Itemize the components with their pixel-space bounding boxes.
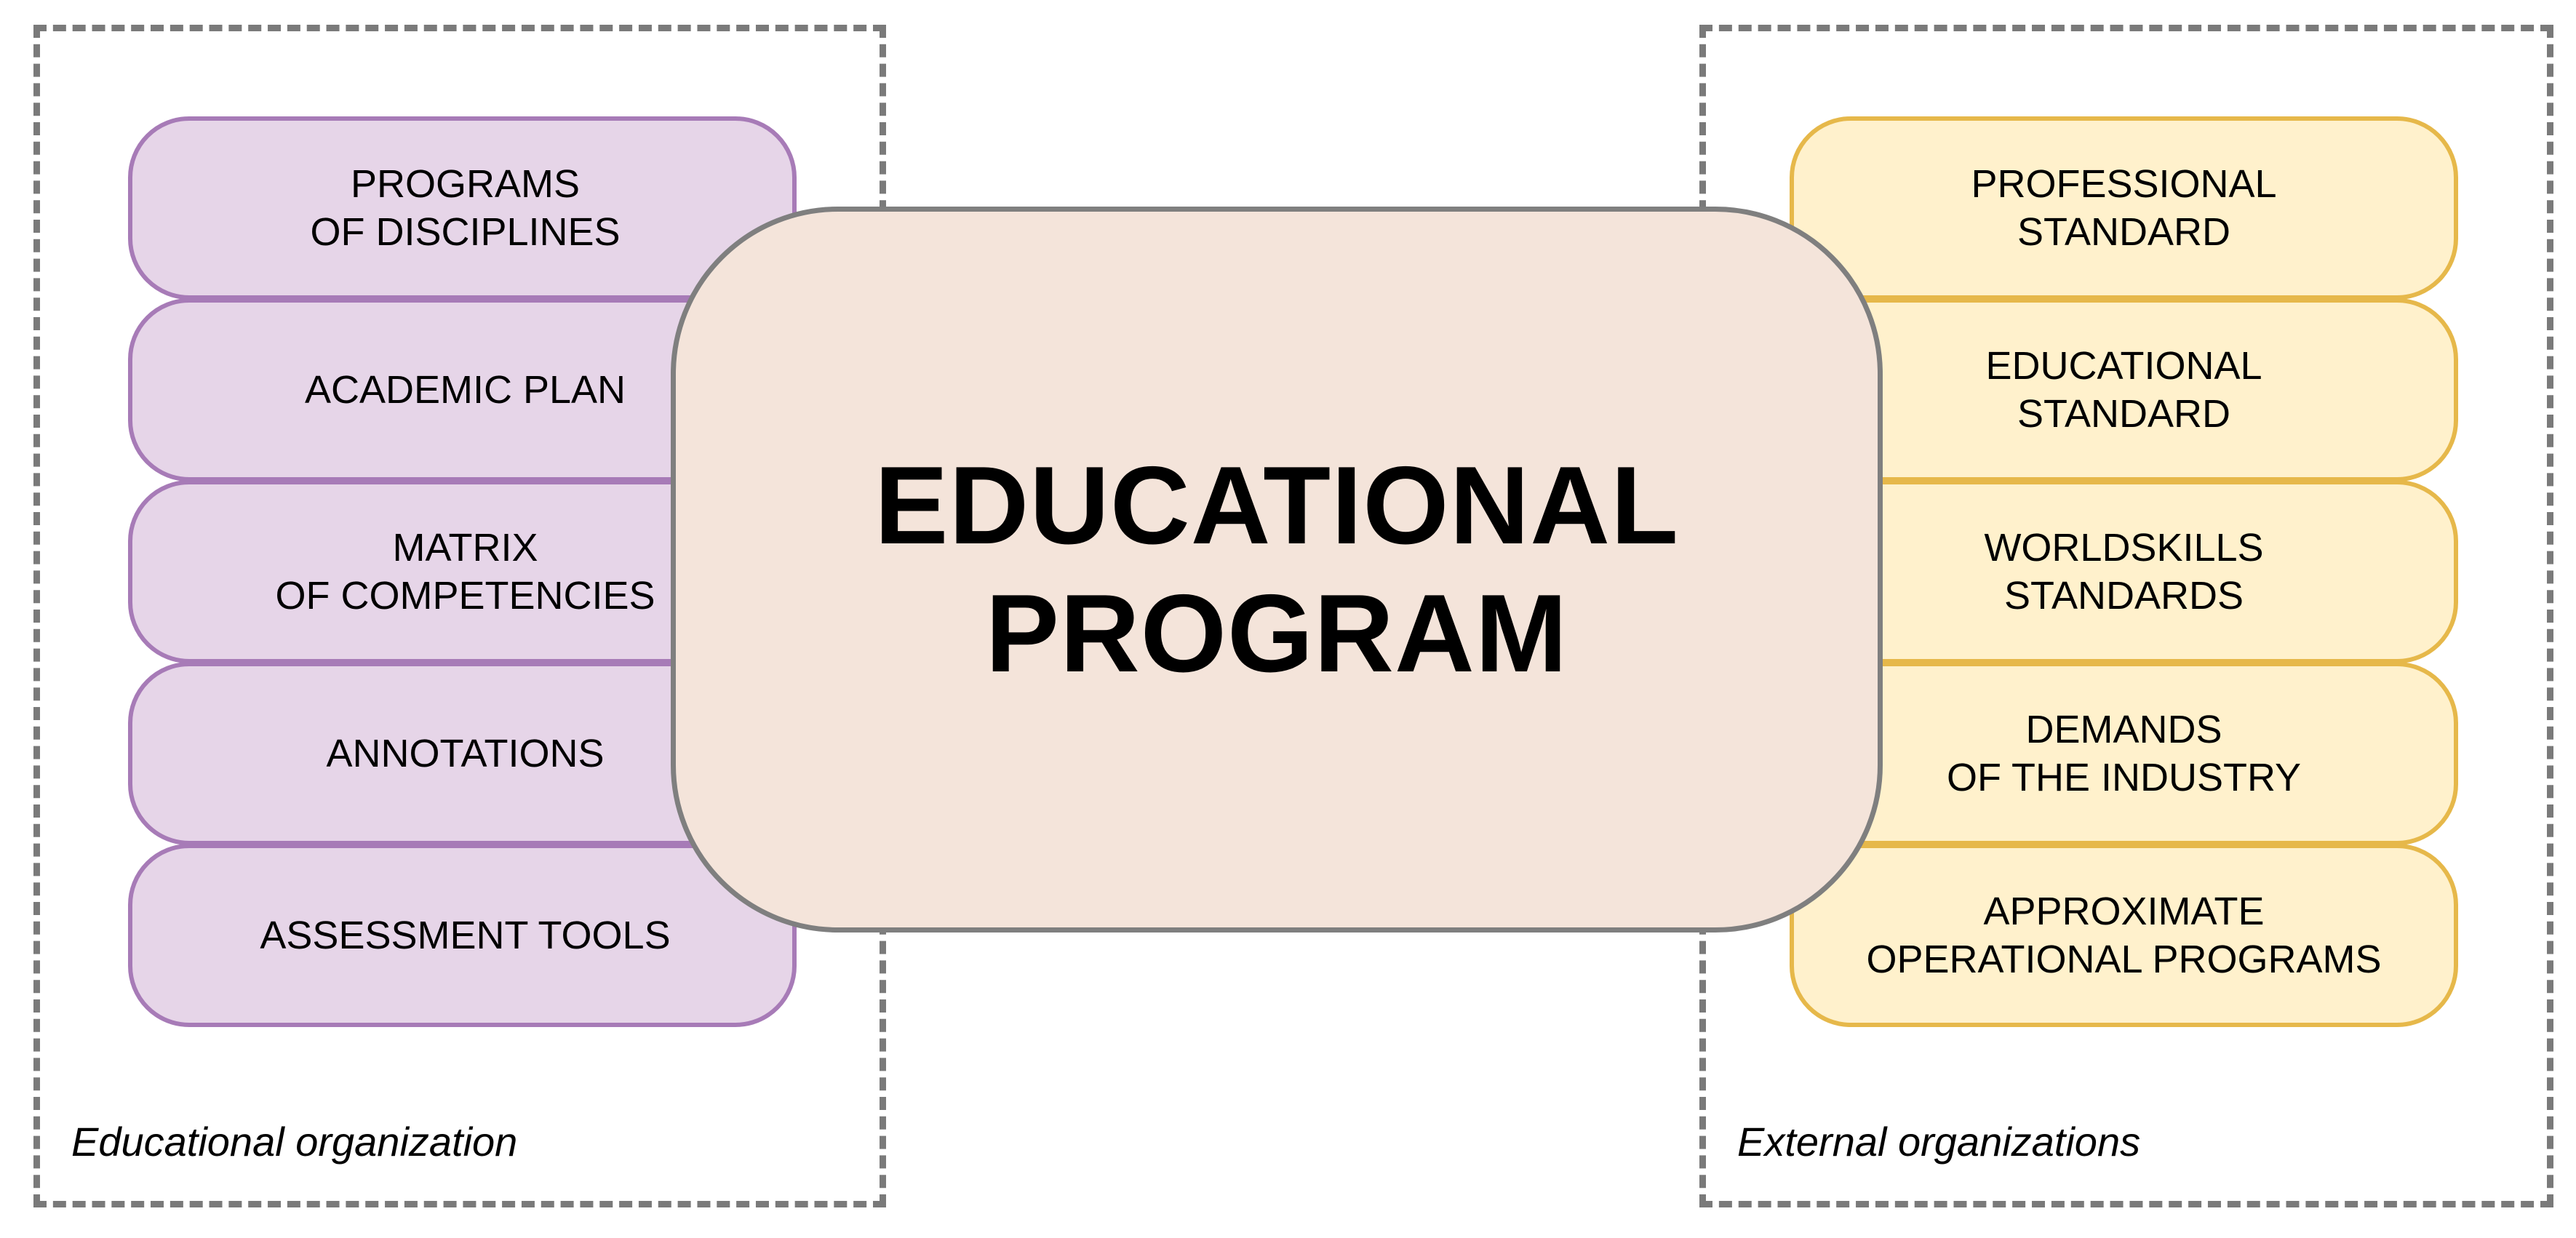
right-item-label: PROFESSIONAL STANDARD xyxy=(1971,162,2277,254)
external-organizations-caption: External organizations xyxy=(1737,1119,2141,1165)
center-title: EDUCATIONAL PROGRAM xyxy=(874,444,1679,695)
right-item-approximate-operational-programs: APPROXIMATE OPERATIONAL PROGRAMS xyxy=(1790,844,2458,1027)
right-item-educational-standard: EDUCATIONAL STANDARD xyxy=(1790,298,2458,482)
left-item-programs-of-disciplines: PROGRAMS OF DISCIPLINES xyxy=(128,116,797,300)
right-item-professional-standard: PROFESSIONAL STANDARD xyxy=(1790,116,2458,300)
right-item-label: EDUCATIONAL STANDARD xyxy=(1985,344,2262,436)
right-item-label: DEMANDS OF THE INDUSTRY xyxy=(1946,708,2302,799)
right-item-worldskills-standards: WORLDSKILLS STANDARDS xyxy=(1790,480,2458,663)
right-item-label: APPROXIMATE OPERATIONAL PROGRAMS xyxy=(1866,890,2382,981)
left-item-label: ANNOTATIONS xyxy=(326,732,605,775)
left-item-label: ACADEMIC PLAN xyxy=(304,368,626,412)
left-item-label: PROGRAMS OF DISCIPLINES xyxy=(310,162,621,254)
educational-program-box: EDUCATIONAL PROGRAM xyxy=(671,207,1883,933)
right-item-label: WORLDSKILLS STANDARDS xyxy=(1984,526,2264,618)
left-item-label: MATRIX OF COMPETENCIES xyxy=(275,526,655,618)
left-item-assessment-tools: ASSESSMENT TOOLS xyxy=(128,844,797,1027)
left-item-label: ASSESSMENT TOOLS xyxy=(260,914,671,957)
educational-organization-caption: Educational organization xyxy=(71,1119,518,1165)
right-item-demands-of-the-industry: DEMANDS OF THE INDUSTRY xyxy=(1790,662,2458,845)
